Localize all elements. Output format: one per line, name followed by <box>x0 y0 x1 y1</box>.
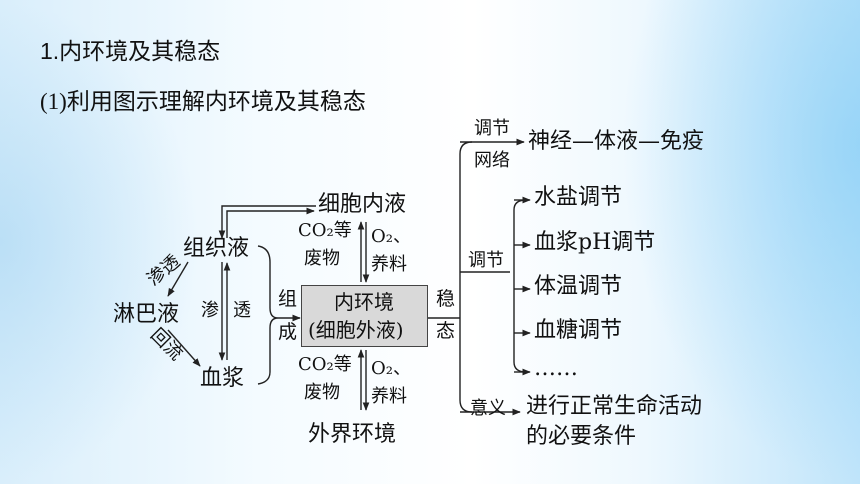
lymph-label: 淋巴液 <box>113 302 180 327</box>
background-glow-right <box>620 0 860 484</box>
tissue-intracellular-inner <box>226 207 315 238</box>
network-label-a: 调节 <box>474 118 510 139</box>
background-glow-left <box>0 0 200 484</box>
compose-label-a: 组 <box>278 288 298 310</box>
o2-bottom-label: O₂、 <box>371 358 411 379</box>
waste-bottom-label: 废物 <box>304 382 340 403</box>
section-title: 1.内环境及其稳态 <box>40 38 221 64</box>
regulation-item: 体温调节 <box>534 274 623 299</box>
lymph-plasma-arrow <box>167 329 201 367</box>
seep-label-2a: 渗 <box>201 300 219 321</box>
meaning-line-2: 的必要条件 <box>526 424 637 449</box>
co2-bottom-label: CO₂等 <box>298 354 352 375</box>
steady-label-a: 稳 <box>436 288 456 310</box>
regulation-item: 水盐调节 <box>534 185 623 210</box>
tissue-fluid-label: 组织液 <box>183 236 250 261</box>
meaning-line-1: 进行正常生命活动 <box>526 394 703 419</box>
tissue-lymph-arrow <box>167 261 189 297</box>
regulation-label: 调节 <box>468 250 504 271</box>
regulation-item: 血浆pH调节 <box>534 230 656 255</box>
regulation-item: 血糖调节 <box>534 318 623 343</box>
o2-top-label: O₂、 <box>371 226 411 247</box>
extracellular-fluid-label: (细胞外液) <box>308 318 404 342</box>
compose-label-b: 成 <box>278 321 298 343</box>
nutrient-bottom-label: 养料 <box>371 386 407 407</box>
tissue-intracellular-outer <box>218 205 316 239</box>
intracellular-fluid-label: 细胞内液 <box>318 192 407 217</box>
network-value: 神经—体液—免疫 <box>528 129 705 154</box>
main-brace <box>459 141 473 413</box>
network-label-b: 网络 <box>474 150 510 171</box>
waste-top-label: 废物 <box>304 248 340 269</box>
co2-top-label: CO₂等 <box>298 220 352 241</box>
internal-environment-box <box>301 285 428 347</box>
nutrient-top-label: 养料 <box>371 254 407 275</box>
regulation-brace <box>513 199 527 373</box>
internal-environment-label: 内环境 <box>334 290 394 314</box>
steady-label-b: 态 <box>436 320 456 342</box>
external-environment-label: 外界环境 <box>308 422 397 447</box>
compose-brace <box>257 245 279 385</box>
section-subtitle: (1)利用图示理解内环境及其稳态 <box>40 89 366 114</box>
meaning-label: 意义 <box>470 398 506 419</box>
regulation-item: …… <box>534 356 578 381</box>
seep-label-2b: 透 <box>233 300 251 321</box>
plasma-label: 血浆 <box>200 366 245 391</box>
